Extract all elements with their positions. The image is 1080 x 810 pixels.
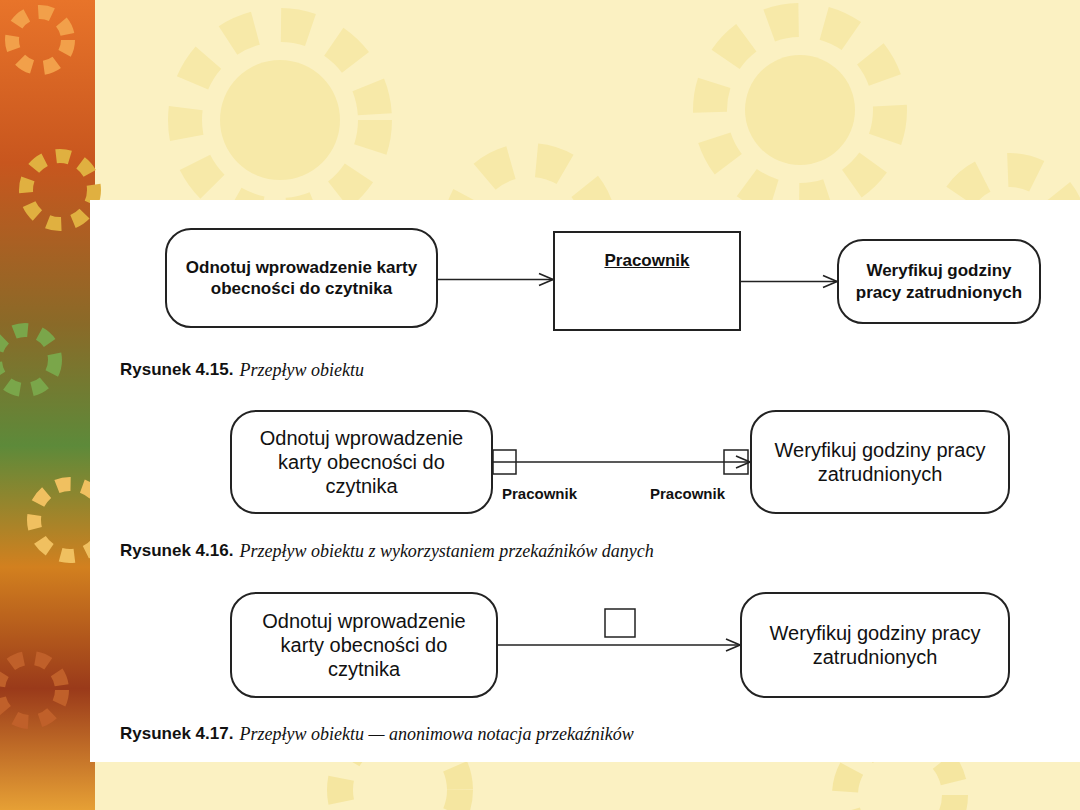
figure-caption: Przepływ obiektu z wykorzystaniem przeka… bbox=[239, 541, 653, 562]
object-flow bbox=[498, 644, 740, 646]
object-flow bbox=[438, 279, 553, 281]
node-text: Pracownik bbox=[604, 251, 689, 271]
pin-label: Pracownik bbox=[650, 485, 725, 502]
node-text: Odnotuj wprowadzenie karty obecności do … bbox=[242, 426, 481, 498]
action-node: Odnotuj wprowadzenie karty obecności do … bbox=[230, 592, 498, 698]
node-text: Weryfikuj godziny pracy zatrudnionych bbox=[752, 621, 998, 669]
object-node: Pracownik bbox=[553, 231, 741, 331]
figure-caption: Przepływ obiektu bbox=[239, 360, 363, 381]
action-node: Odnotuj wprowadzenie karty obecności do … bbox=[230, 410, 493, 514]
pin-label: Pracownik bbox=[502, 485, 577, 502]
figure-number: Rysunek 4.17. bbox=[120, 724, 233, 744]
node-text: Weryfikuj godziny pracy zatrudnionych bbox=[849, 260, 1029, 303]
action-node: Odnotuj wprowadzenie karty obecności do … bbox=[165, 228, 438, 328]
figure-number: Rysunek 4.16. bbox=[120, 541, 233, 561]
anonymous-pin bbox=[605, 609, 635, 637]
figure-number: Rysunek 4.15. bbox=[120, 360, 233, 380]
node-text: Odnotuj wprowadzenie karty obecności do … bbox=[242, 609, 486, 681]
action-node: Weryfikuj godziny pracy zatrudnionych bbox=[750, 410, 1010, 514]
object-flow bbox=[493, 461, 750, 463]
action-node: Weryfikuj godziny pracy zatrudnionych bbox=[740, 592, 1010, 698]
figure-caption: Przepływ obiektu — anonimowa notacja prz… bbox=[239, 724, 633, 745]
node-text: Odnotuj wprowadzenie karty obecności do … bbox=[177, 257, 426, 300]
node-text: Weryfikuj godziny pracy zatrudnionych bbox=[762, 438, 998, 486]
action-node: Weryfikuj godziny pracy zatrudnionych bbox=[837, 239, 1041, 324]
object-flow bbox=[741, 281, 837, 283]
